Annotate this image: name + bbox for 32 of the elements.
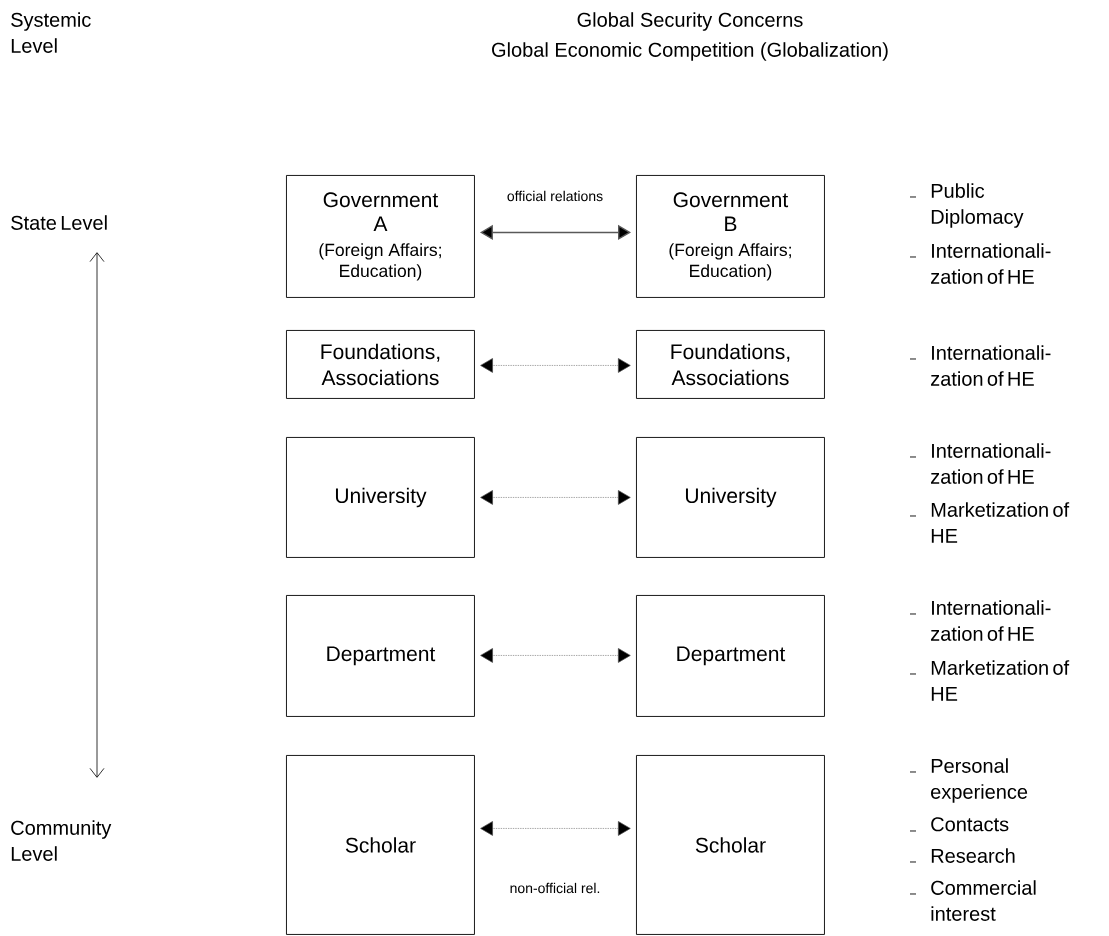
- double-arrow: [480, 648, 631, 663]
- note-text: Marketization of HE: [931, 502, 1070, 543]
- note-text: Internationali-zation of HE: [931, 243, 1051, 284]
- level-label: State Level: [11, 215, 107, 230]
- edge-label: non-official rel.: [508, 881, 602, 895]
- edge-label: official relations: [505, 189, 605, 203]
- level-box: Foundations, Associations: [286, 330, 475, 399]
- double-arrow: [480, 821, 631, 836]
- double-arrow: [480, 358, 631, 373]
- note-text: Internationali-zation of HE: [931, 443, 1051, 484]
- level-box: Foundations, Associations: [636, 330, 825, 399]
- note-text: Research: [931, 848, 1015, 863]
- level-box: University: [286, 437, 475, 558]
- level-box: Scholar: [636, 755, 825, 935]
- level-box: Department: [636, 595, 825, 717]
- note-text: Contacts: [931, 817, 1009, 832]
- level-box: University: [636, 437, 825, 558]
- note-text: Public Diplomacy: [931, 183, 1024, 228]
- note-text: Internationali-zation of HE: [931, 345, 1051, 386]
- note-text: Personal experience: [931, 758, 1028, 803]
- title-text: Global Security Concerns: [577, 12, 803, 31]
- level-box: Department: [286, 595, 475, 717]
- level-box: Government B (Foreign Affairs; Education): [636, 175, 825, 298]
- level-box: Government A (Foreign Affairs; Education): [286, 175, 475, 298]
- level-box: Scholar: [286, 755, 475, 935]
- note-text: Marketization of HE: [931, 660, 1070, 701]
- note-text: Internationali-zation of HE: [931, 600, 1051, 641]
- level-label: Community Level: [11, 820, 112, 861]
- note-text: Commercial interest: [931, 880, 1036, 921]
- double-arrow: [480, 490, 631, 505]
- level-label: Systemic Level: [11, 12, 91, 53]
- title-text: Global Economic Competition (Globalization): [492, 42, 888, 61]
